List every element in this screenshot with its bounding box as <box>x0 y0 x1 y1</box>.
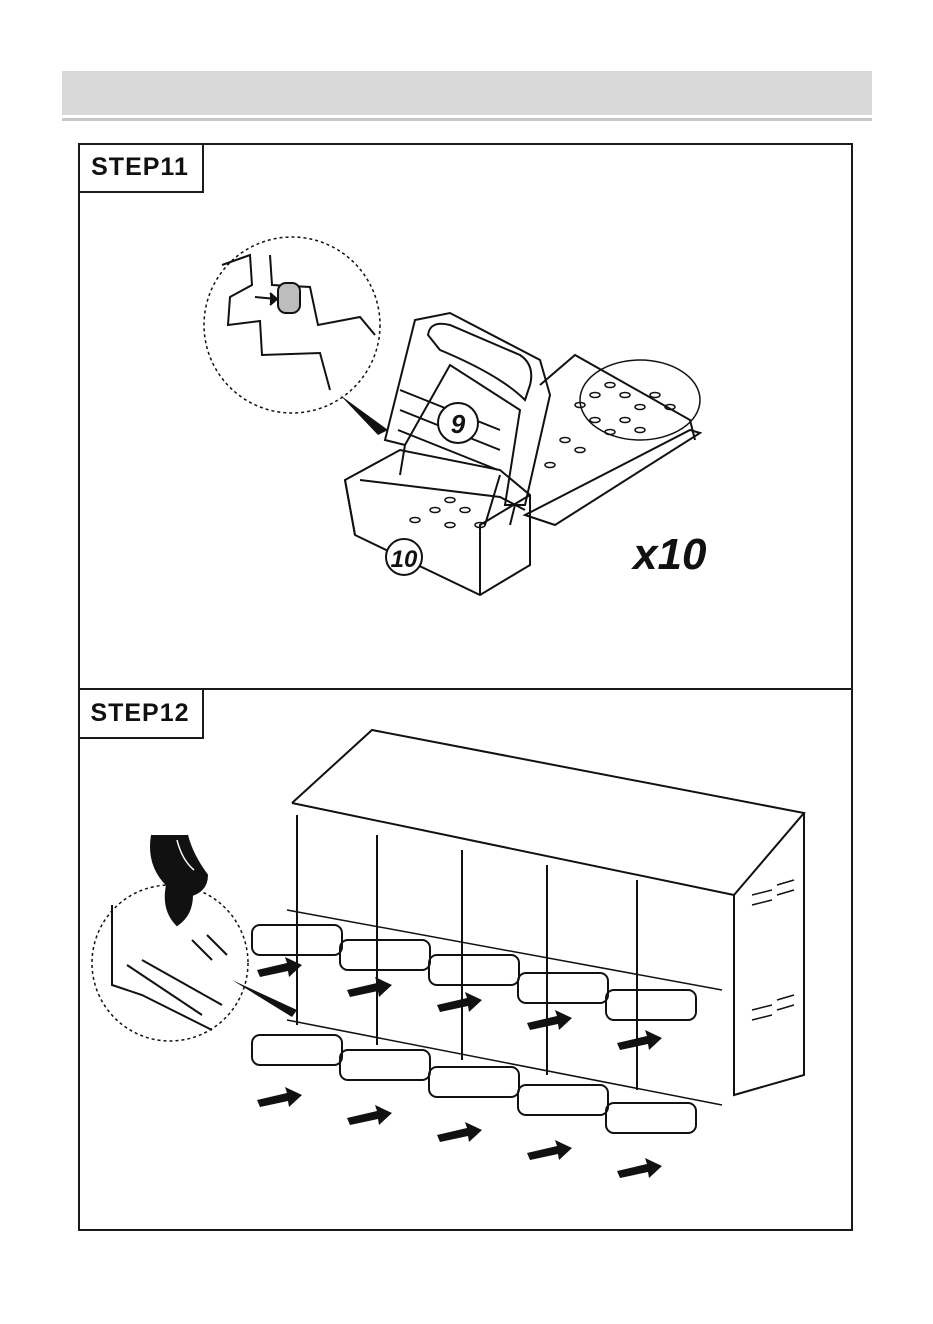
detail-pointer <box>340 395 388 435</box>
arrow-icon <box>527 1140 572 1160</box>
nest-box-cabinet <box>292 730 804 1095</box>
part-label-10: 10 <box>391 546 418 573</box>
arrow-icon <box>617 1030 662 1050</box>
part-callout-10: 10 <box>386 539 422 575</box>
detail-magnifier <box>204 237 380 413</box>
arrow-icon <box>347 977 392 997</box>
step11-label: STEP11 <box>78 143 204 193</box>
arrow-icon <box>347 1105 392 1125</box>
nest-tray <box>345 450 530 595</box>
header-bar <box>62 71 872 115</box>
arrow-icon <box>527 1010 572 1030</box>
arrow-icon <box>617 1158 662 1178</box>
arrow-icon <box>257 957 302 977</box>
step12-illustration <box>82 725 822 1215</box>
part-label-9: 9 <box>451 409 466 439</box>
header-rule <box>62 118 872 121</box>
arrow-icon <box>437 992 482 1012</box>
detail-pointer <box>232 980 297 1017</box>
arrow-icon <box>257 1087 302 1107</box>
top-row-trays <box>252 910 722 1020</box>
hand-illustration <box>151 835 207 925</box>
part-callout-9: 9 <box>438 403 478 443</box>
arrow-icon <box>437 1122 482 1142</box>
quantity-multiplier: x10 <box>633 530 706 580</box>
